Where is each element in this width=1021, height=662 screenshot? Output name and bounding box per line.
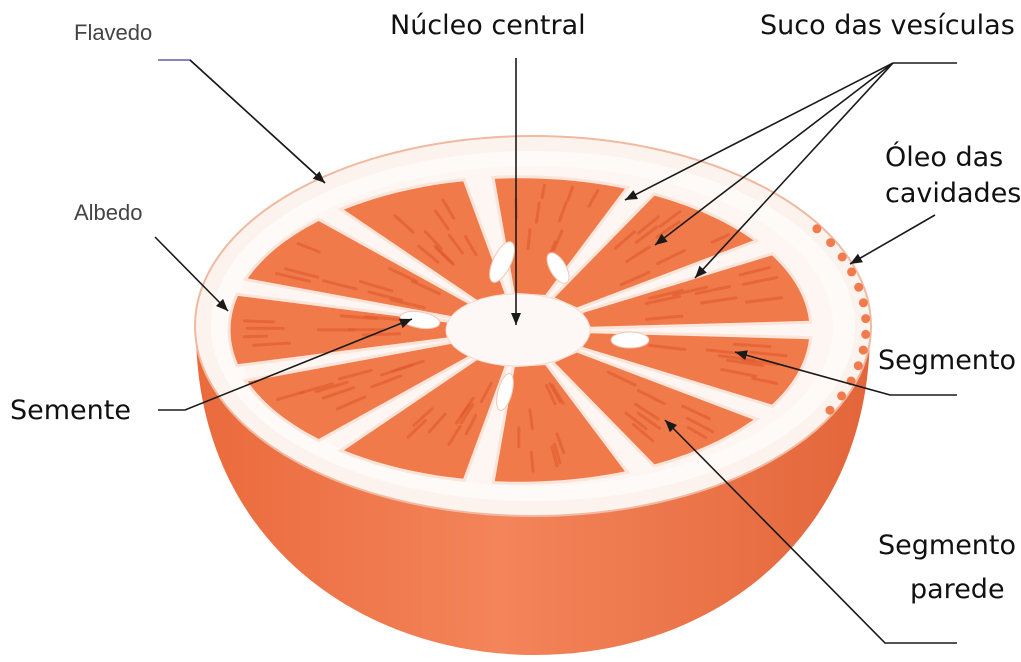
oil-cavity [812,224,821,233]
central-core [446,294,590,366]
vesicle [364,334,400,335]
label-semente: Semente [10,395,131,426]
leader-flavedo-main [190,60,325,183]
oil-cavity [859,346,868,355]
leader-suco-1 [625,63,893,200]
oil-cavity [854,283,863,292]
oil-cavity [847,267,856,276]
label-suco-vesiculas: Suco das vesículas [760,10,1015,41]
seed [611,332,649,348]
oil-cavity [837,391,846,400]
leader-flavedo [158,60,325,183]
leader-oleo [850,215,935,264]
oil-cavity [838,253,847,262]
vesicle [542,185,544,197]
label-segmento-parede-2: parede [910,574,1005,605]
label-segmento: Segmento [878,345,1016,376]
vesicle [244,336,266,337]
arrowhead [850,254,863,264]
vesicle [531,452,533,471]
label-nucleo-central: Núcleo central [390,10,586,41]
label-oleo-line2: cavidades [885,178,1021,209]
oil-cavity [859,298,868,307]
label-albedo: Albedo [74,200,143,226]
oil-cavity [826,238,835,247]
oil-cavity [825,406,834,415]
label-segmento-parede-1: Segmento [878,530,1016,561]
oil-cavity [854,361,863,370]
oil-cavity [861,314,870,323]
label-flavedo: Flavedo [74,20,152,46]
vesicle [245,321,274,322]
label-oleo-line1: Óleo das [885,142,1003,173]
oil-cavity [861,330,870,339]
vesicle [254,343,290,345]
vesicle [528,230,530,249]
